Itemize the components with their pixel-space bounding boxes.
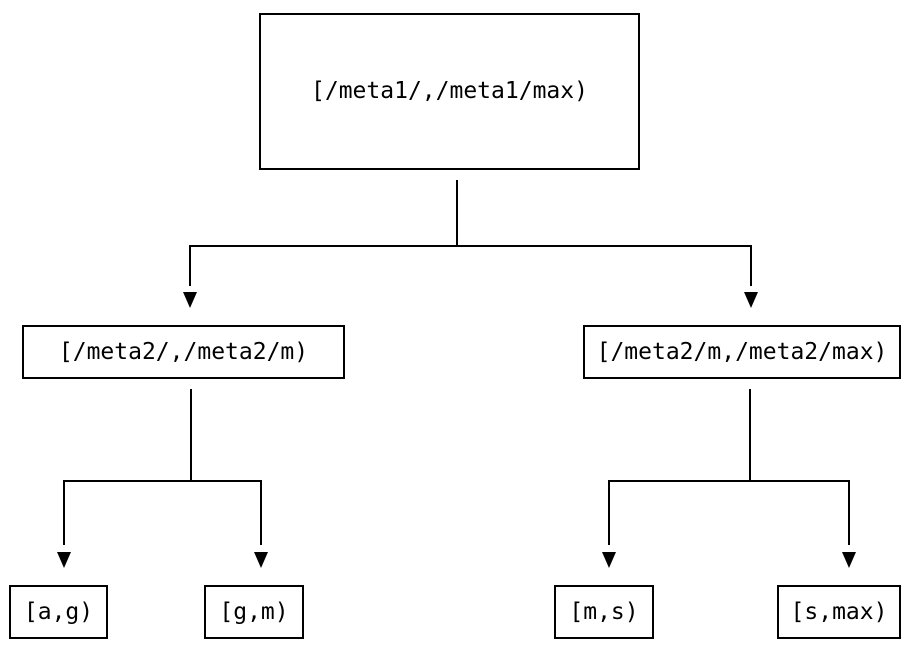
arrow-down-icon [842,552,856,568]
arrow-down-icon [254,552,268,568]
arrow-down-icon [183,292,197,308]
connector-lines [63,180,850,545]
node-leaf-a-g: [a,g) [9,585,108,639]
arrow-down-icon [744,292,758,308]
node-meta1-range: [/meta1/,/meta1/max) [259,13,640,170]
arrow-down-icon [57,552,71,568]
node-leaf-m-s: [m,s) [554,585,654,639]
node-leaf-g-m: [g,m) [204,585,304,639]
node-leaf-s-max: [s,max) [777,585,901,639]
arrow-down-icon [602,552,616,568]
node-meta2-low-range: [/meta2/,/meta2/m) [22,325,345,379]
node-meta2-high-range: [/meta2/m,/meta2/max) [583,325,901,379]
arrowhead-icons [57,292,856,568]
